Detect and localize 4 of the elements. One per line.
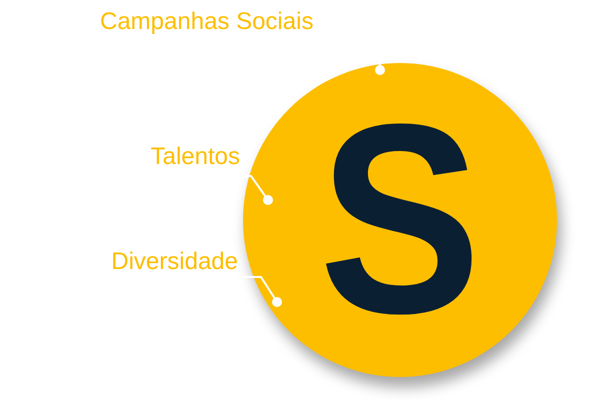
label-text: Campanhas Sociais [100,7,356,37]
label-text: Talentos [120,142,240,178]
letter-text: S [318,85,482,355]
label-text: Diversidade [80,247,238,279]
